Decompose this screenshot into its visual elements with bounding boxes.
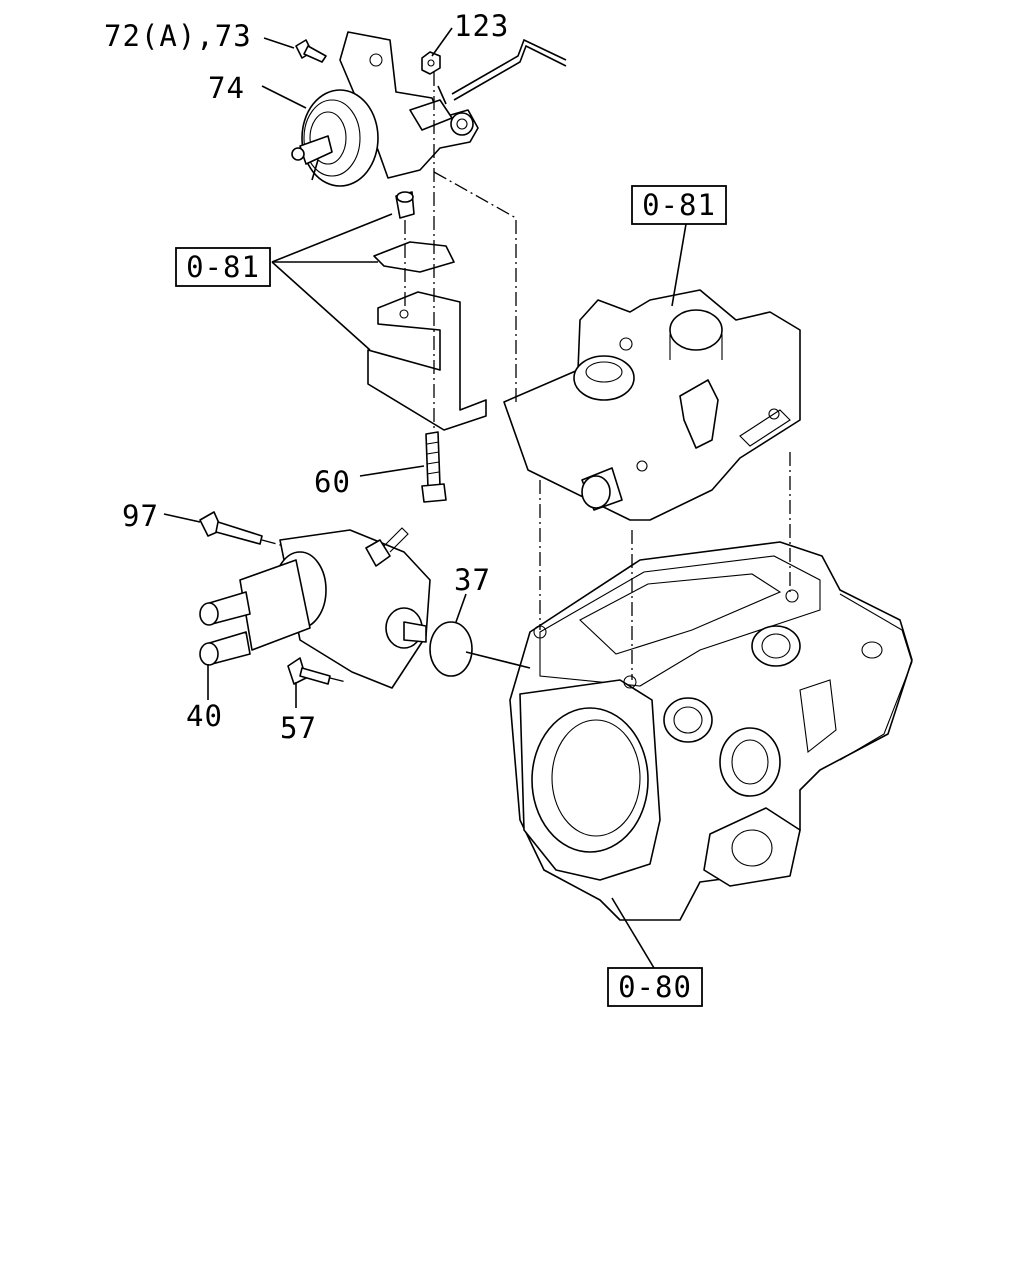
reference-box-left: 0-81 xyxy=(175,247,271,287)
o-ring-37 xyxy=(429,621,473,677)
bolt-72a-73 xyxy=(295,39,327,63)
reference-box-bottom: 0-80 xyxy=(607,967,703,1007)
nut-123 xyxy=(421,51,441,75)
bracket-assembly xyxy=(367,191,487,431)
bolt-60 xyxy=(421,431,447,503)
leader-lines xyxy=(163,27,687,969)
callout-40: 40 xyxy=(186,699,223,733)
bolt-97 xyxy=(199,511,263,545)
reference-label-right: 0-81 xyxy=(642,188,716,222)
cover-upper xyxy=(503,289,801,521)
throttle-body-housing xyxy=(509,541,913,921)
vacuum-actuator-74 xyxy=(291,31,567,187)
valve-40 xyxy=(199,527,431,689)
callout-123: 123 xyxy=(454,9,509,43)
callout-60: 60 xyxy=(314,465,351,499)
callout-72a-73: 72(A),73 xyxy=(104,19,252,53)
alignment-lines xyxy=(261,72,791,683)
callout-57: 57 xyxy=(280,711,317,745)
reference-label-left: 0-81 xyxy=(186,250,260,284)
bolt-57 xyxy=(287,657,331,685)
callout-97: 97 xyxy=(122,499,159,533)
callout-74: 74 xyxy=(208,71,245,105)
reference-label-bottom: 0-80 xyxy=(618,970,692,1004)
callout-37: 37 xyxy=(454,563,491,597)
reference-box-right: 0-81 xyxy=(631,185,727,225)
